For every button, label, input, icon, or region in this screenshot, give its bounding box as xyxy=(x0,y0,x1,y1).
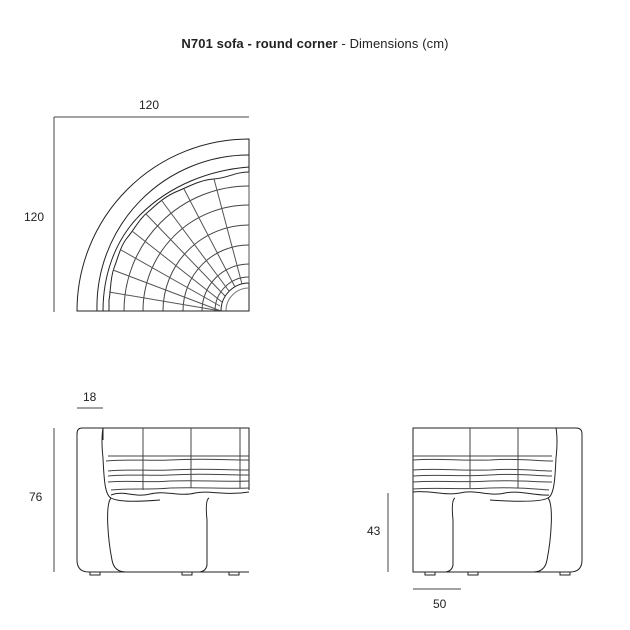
top-quilting-seams xyxy=(109,172,249,311)
front-right-quilting xyxy=(413,428,553,490)
front-left-outer xyxy=(77,428,249,572)
top-back-cushion-wave xyxy=(109,172,249,311)
dim-top-depth-label: 120 xyxy=(24,210,45,224)
front-left-feet xyxy=(90,572,239,575)
dim-top-width-label: 120 xyxy=(139,98,160,112)
front-right-outer xyxy=(413,428,582,572)
top-outer-shell xyxy=(77,139,249,311)
front-right-seat-front xyxy=(446,498,455,572)
dim-seat-height-label: 43 xyxy=(367,524,381,538)
top-back-cushion-outer xyxy=(103,167,249,311)
top-quilting-rings xyxy=(124,186,249,311)
front-left-seat-wave xyxy=(111,492,249,495)
front-view-left xyxy=(54,408,249,575)
front-left-seat-front xyxy=(200,498,209,572)
top-seat-inner-curve xyxy=(221,283,249,311)
front-right-arm-front xyxy=(533,498,551,572)
front-left-arm-front xyxy=(108,498,126,572)
dim-seat-depth-label: 50 xyxy=(433,597,447,611)
front-right-seat-wave xyxy=(413,492,549,496)
front-right-feet xyxy=(425,572,570,575)
diagram-title: N701 sofa - round corner - Dimensions (c… xyxy=(0,36,630,51)
product-name: N701 sofa - round corner xyxy=(181,36,338,51)
dim-height-label: 76 xyxy=(29,490,43,504)
top-seat-inner-curve-2 xyxy=(226,288,249,311)
top-armrest-inner-edge xyxy=(97,155,249,311)
top-view xyxy=(54,117,249,312)
front-view-right xyxy=(388,428,582,589)
dim-arm-width-label: 18 xyxy=(83,390,97,404)
title-separator: - xyxy=(337,36,350,51)
title-units: Dimensions (cm) xyxy=(349,36,449,51)
front-left-quilting xyxy=(106,428,249,490)
front-left-arm-inner xyxy=(102,428,160,501)
front-left-back-frame xyxy=(103,428,249,490)
front-right-arm-inner xyxy=(490,428,557,501)
